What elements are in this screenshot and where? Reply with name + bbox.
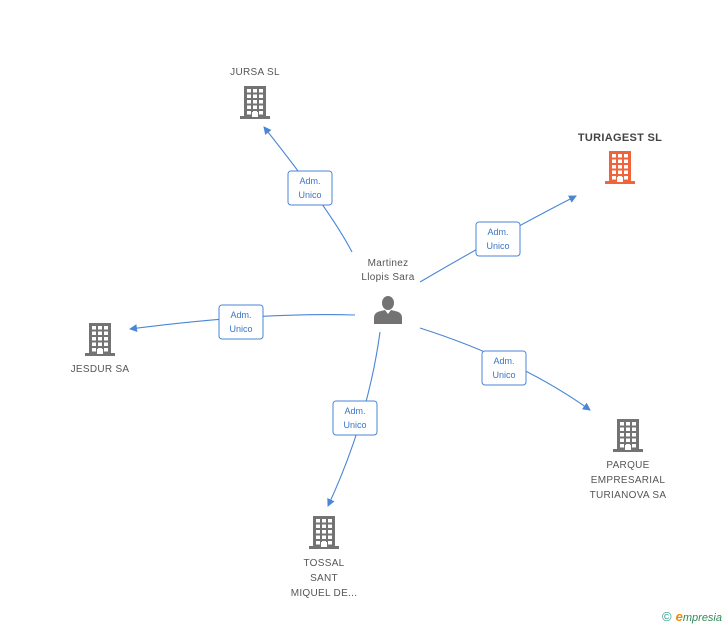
edge-label-text: Adm. [487, 227, 508, 237]
company-name[interactable]: SANT [310, 573, 338, 584]
building-icon[interactable] [240, 86, 270, 119]
company-name[interactable]: PARQUE [606, 460, 649, 471]
edge-label-turiagest[interactable]: Adm. Unico [475, 221, 521, 257]
person-icon[interactable] [374, 296, 402, 324]
edge-label-jesdur[interactable]: Adm. Unico [218, 304, 264, 340]
building-icon[interactable] [309, 516, 339, 549]
edge-label-text: Adm. [344, 406, 365, 416]
building-icon[interactable] [613, 419, 643, 452]
edge-label-box [287, 170, 333, 206]
company-name[interactable]: JURSA SL [230, 67, 280, 78]
company-name[interactable]: MIQUEL DE... [291, 588, 358, 599]
edge-label-text: Adm. [493, 356, 514, 366]
edge-label-jursa[interactable]: Adm. Unico [287, 170, 333, 206]
building-icon[interactable] [85, 323, 115, 356]
person-name[interactable]: Llopis Sara [361, 272, 414, 283]
company-name[interactable]: EMPRESARIAL [591, 475, 666, 486]
edge-label-tossal[interactable]: Adm. Unico [332, 400, 378, 436]
company-node-parque[interactable]: PARQUE EMPRESARIAL TURIANOVA SA [590, 419, 667, 501]
edge-label-text: Unico [486, 241, 509, 251]
edge-label-text: Adm. [299, 176, 320, 186]
brand-initial: e [675, 609, 683, 624]
edge-label-box [481, 350, 527, 386]
edge-label-parque[interactable]: Adm. Unico [481, 350, 527, 386]
edge-label-text: Unico [229, 324, 252, 334]
company-name[interactable]: TURIAGEST SL [578, 132, 662, 144]
person-name[interactable]: Martinez [368, 258, 409, 269]
company-name[interactable]: TOSSAL [303, 558, 344, 569]
edge-label-text: Unico [298, 190, 321, 200]
company-node-jesdur[interactable]: JESDUR SA [71, 323, 130, 375]
company-node-tossal[interactable]: TOSSAL SANT MIQUEL DE... [291, 516, 358, 599]
company-name[interactable]: TURIANOVA SA [590, 490, 667, 501]
copyright-symbol: © [662, 609, 672, 624]
company-name[interactable]: JESDUR SA [71, 364, 130, 375]
company-node-turiagest[interactable]: TURIAGEST SL [578, 132, 662, 184]
empresia-logo: ©empresia [662, 609, 722, 624]
company-node-jursa[interactable]: JURSA SL [230, 67, 280, 119]
brand-rest: mpresia [682, 612, 722, 624]
edge-label-box [475, 221, 521, 257]
edge-label-box [332, 400, 378, 436]
edge-label-text: Adm. [230, 310, 251, 320]
building-icon[interactable] [605, 151, 635, 184]
edge-label-box [218, 304, 264, 340]
edge-label-text: Unico [343, 420, 366, 430]
edge-label-text: Unico [492, 370, 515, 380]
